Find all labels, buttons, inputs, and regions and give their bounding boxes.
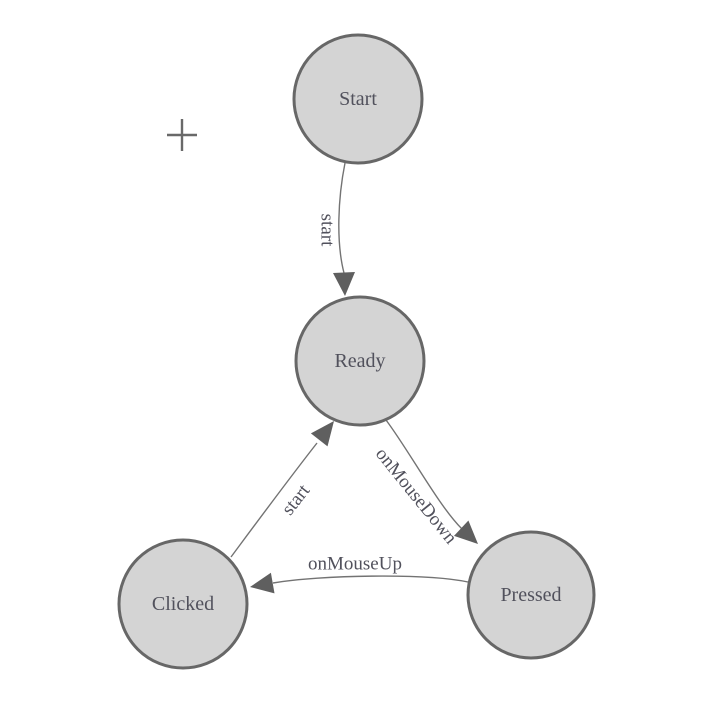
edge-label-onmousedown: onMouseDown xyxy=(371,444,461,549)
edge-label-onmouseup: onMouseUp xyxy=(308,554,402,575)
state-label: Ready xyxy=(334,350,385,372)
state-node-pressed[interactable]: Pressed xyxy=(466,530,596,660)
state-circle[interactable] xyxy=(292,33,424,165)
edge-path[interactable] xyxy=(272,575,469,584)
edge-path[interactable] xyxy=(338,162,346,274)
state-circle[interactable] xyxy=(117,538,249,670)
edge-ready-to-pressed[interactable]: onMouseDown xyxy=(371,419,478,549)
state-circle[interactable] xyxy=(466,530,596,660)
plus-cursor-icon xyxy=(167,119,197,151)
state-node-clicked[interactable]: Clicked xyxy=(117,538,249,670)
state-node-ready[interactable]: Ready xyxy=(294,295,426,427)
arrowhead-icon xyxy=(310,421,334,447)
edge-clicked-to-ready[interactable]: start xyxy=(230,421,334,558)
state-label: Clicked xyxy=(152,593,214,615)
arrowhead-icon xyxy=(250,572,275,594)
state-label: Start xyxy=(339,88,377,110)
state-label: Pressed xyxy=(500,584,561,606)
state-node-start[interactable]: Start xyxy=(292,33,424,165)
edge-start-to-ready[interactable]: start xyxy=(317,162,356,296)
state-circle[interactable] xyxy=(294,295,426,427)
edge-path[interactable] xyxy=(230,442,318,558)
arrowhead-icon xyxy=(454,520,478,544)
edge-label-start: start xyxy=(317,214,338,247)
edge-path[interactable] xyxy=(385,419,463,530)
edge-pressed-to-clicked[interactable]: onMouseUp xyxy=(250,554,469,594)
arrowhead-icon xyxy=(333,272,355,296)
